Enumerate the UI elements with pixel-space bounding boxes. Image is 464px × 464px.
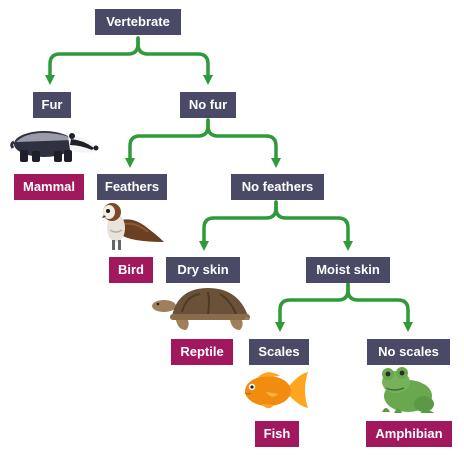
badger-icon — [10, 131, 99, 162]
arrow-to-feathers — [125, 118, 210, 168]
group-amphibian: Amphibian — [366, 421, 452, 447]
frog-icon — [382, 367, 434, 413]
arrow-to-no-feathers — [206, 118, 281, 168]
arrow-to-fur — [45, 36, 140, 85]
group-mammal: Mammal — [14, 174, 84, 200]
arrow-to-no-fur — [136, 36, 213, 85]
arrow-to-moist-skin — [274, 200, 353, 251]
node-feathers: Feathers — [97, 174, 167, 200]
node-fur: Fur — [33, 92, 71, 118]
node-scales: Scales — [249, 339, 309, 365]
tortoise-icon — [152, 288, 250, 330]
group-fish: Fish — [255, 421, 299, 447]
node-vertebrate: Vertebrate — [95, 9, 181, 35]
group-reptile: Reptile — [171, 339, 233, 365]
goldfish-icon — [244, 372, 308, 409]
node-no-scales: No scales — [367, 339, 450, 365]
arrow-to-dry-skin — [199, 200, 278, 251]
node-no-feathers: No feathers — [231, 174, 324, 200]
owl-icon — [102, 203, 164, 250]
arrow-to-no-scales — [346, 282, 413, 332]
arrow-to-scales — [275, 282, 350, 332]
node-no-fur: No fur — [180, 92, 236, 118]
group-bird: Bird — [109, 257, 153, 283]
node-moist-skin: Moist skin — [306, 257, 390, 283]
node-dry-skin: Dry skin — [166, 257, 240, 283]
